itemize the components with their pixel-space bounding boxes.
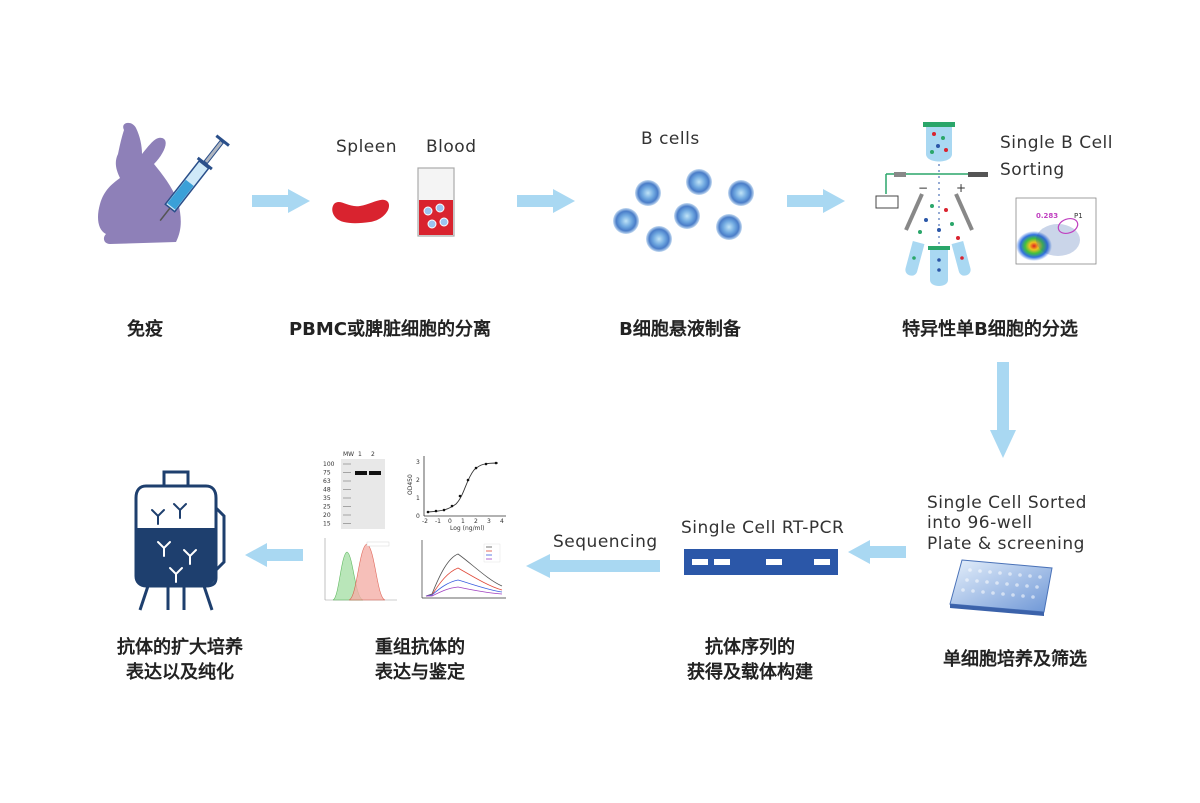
step-express-label-line2: 表达与鉴定 — [375, 662, 465, 683]
blot-lane1-label: 1 — [358, 451, 362, 458]
sorting-title-line1: Single B Cell — [1000, 133, 1114, 153]
sequencing-label: Sequencing — [553, 532, 658, 552]
bcell-icon — [635, 180, 661, 206]
flow-arrow-left-1 — [848, 540, 906, 564]
facs-dot-plot: 0.283 P1 — [1015, 197, 1097, 265]
culture-text-line2: into 96-well — [927, 513, 1033, 533]
blot-marker-label: 75 — [323, 470, 331, 477]
elisa-xtick-label: -2 — [422, 518, 428, 525]
elisa-xtick-label: 4 — [500, 518, 504, 525]
syringe-icon — [159, 134, 230, 222]
bcell-icon — [613, 208, 639, 234]
step-sequence-label-line2: 获得及载体构建 — [687, 662, 813, 683]
step-culture-label: 单细胞培养及筛选 — [943, 649, 1087, 670]
elisa-xtick-label: -1 — [435, 518, 441, 525]
bcell-icon — [686, 169, 712, 195]
elisa-ytick-label: 3 — [416, 459, 420, 466]
rabbit-icon — [98, 122, 181, 244]
elisa-ytick-label: 0 — [416, 513, 420, 520]
blood-tube-icon — [417, 167, 455, 237]
bcells-illustration — [613, 169, 754, 252]
bioreactor-flask-icon — [134, 470, 226, 611]
blot-marker-label: 20 — [323, 512, 331, 519]
flow-arrow-down — [990, 362, 1016, 458]
elisa-curve-panel: OD450 Log (ng/ml) -2 -1 0 1 2 3 4 0 1 2 3 — [402, 446, 520, 532]
blot-marker-label: 15 — [323, 521, 331, 528]
step-scale-up-label-line1: 抗体的扩大培养 — [117, 637, 243, 658]
svg-text:−: − — [918, 181, 928, 195]
step-bcell-prep-label: B细胞悬液制备 — [619, 319, 741, 340]
blot-marker-label: 25 — [323, 504, 331, 511]
bcell-icon — [646, 226, 672, 252]
step-express-label-line1: 重组抗体的 — [375, 637, 465, 658]
flow-arrow-1 — [252, 189, 310, 213]
flow-arrow-left-3 — [245, 543, 303, 567]
elisa-ytick-label: 2 — [416, 477, 420, 484]
bcell-icon — [674, 203, 700, 229]
blot-lane2-label: 2 — [371, 451, 375, 458]
step-isolate-label: PBMC或脾脏细胞的分离 — [288, 319, 492, 340]
step-immunize-label: 免疫 — [127, 319, 163, 340]
facs-gate-value: 0.283 — [1036, 212, 1058, 220]
facs-sorter-diagram: − + — [875, 122, 988, 286]
step-sorting-label: 特异性单B细胞的分选 — [902, 319, 1078, 340]
flow-histogram-panel — [315, 534, 401, 606]
blot-marker-label: 63 — [323, 478, 331, 485]
spleen-label: Spleen — [336, 137, 397, 157]
flow-arrow-2 — [517, 189, 575, 213]
elisa-xlabel: Log (ng/ml) — [450, 525, 484, 532]
rtpcr-gel-icon — [684, 549, 838, 575]
elisa-ylabel: OD450 — [407, 474, 414, 495]
rtpcr-label: Single Cell RT-PCR — [681, 518, 845, 538]
96-well-plate-icon — [949, 559, 1053, 616]
blot-marker-label: 35 — [323, 495, 331, 502]
culture-text-line1: Single Cell Sorted — [927, 493, 1087, 513]
flow-arrow-left-2 — [526, 554, 660, 578]
blot-marker-label: 100 — [323, 461, 335, 468]
step-scale-up-label-line2: 表达以及纯化 — [126, 662, 234, 683]
elisa-xtick-label: 0 — [448, 518, 452, 525]
blot-mw-label: MW — [343, 451, 354, 458]
elisa-xtick-label: 2 — [474, 518, 478, 525]
blood-label: Blood — [426, 137, 477, 157]
step-sequence-label-line1: 抗体序列的 — [705, 637, 795, 658]
facs-gate-name: P1 — [1074, 212, 1083, 220]
spleen-icon — [332, 199, 390, 224]
elisa-ytick-label: 1 — [416, 495, 420, 502]
sorting-title-line2: Sorting — [1000, 160, 1065, 180]
bcell-icon — [716, 214, 742, 240]
rabbit-immunization-illustration — [98, 122, 230, 244]
bcell-icon — [728, 180, 754, 206]
bcells-label: B cells — [641, 129, 700, 149]
svg-text:+: + — [956, 181, 966, 195]
culture-text-line3: Plate & screening — [927, 534, 1085, 554]
elisa-xtick-label: 1 — [461, 518, 465, 525]
binding-kinetics-panel — [402, 534, 520, 606]
flow-arrow-3 — [787, 189, 845, 213]
elisa-xtick-label: 3 — [487, 518, 491, 525]
blot-marker-label: 48 — [323, 487, 331, 494]
